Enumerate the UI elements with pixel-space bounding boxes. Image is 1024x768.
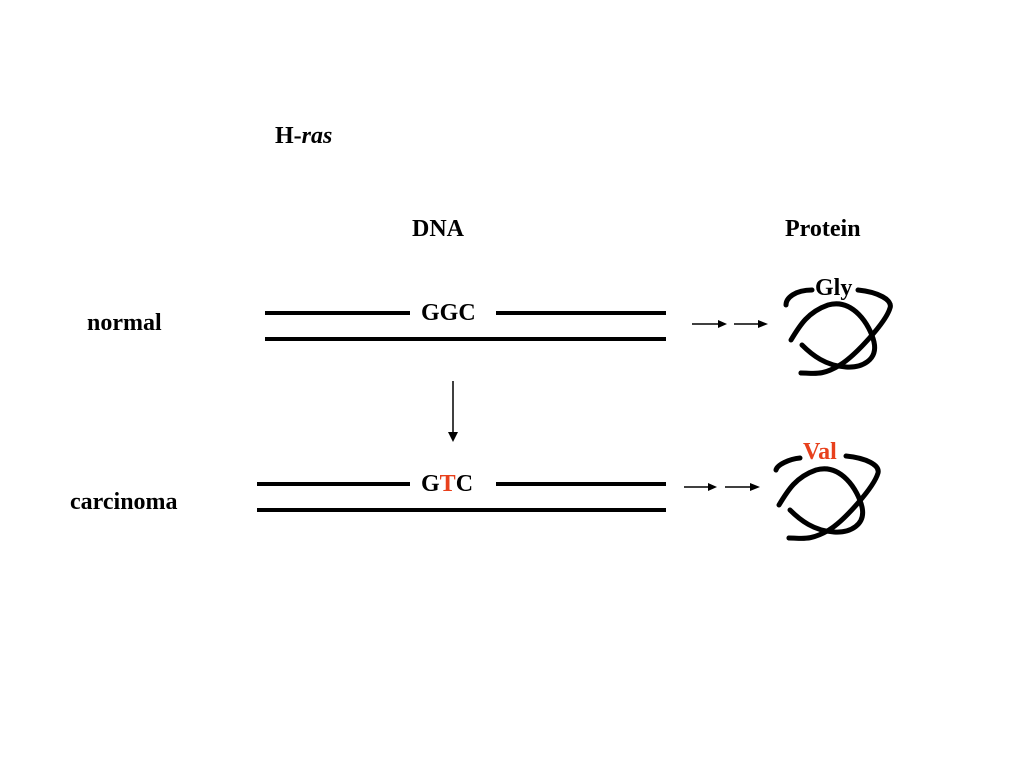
row-label-carcinoma: carcinoma <box>70 489 178 515</box>
dna-header: DNA <box>412 216 464 242</box>
carcinoma-amino-acid: Val <box>803 439 837 465</box>
normal-codon-base-2: G <box>439 300 459 326</box>
normal-codon-base-1: G <box>421 300 440 326</box>
gene-title-prefix: H- <box>275 123 302 149</box>
carcinoma-codon: GTC <box>421 472 473 496</box>
normal-arrow-right-icon <box>692 320 768 328</box>
carcinoma-dna-strands <box>257 482 666 512</box>
normal-codon: GGC <box>421 301 476 325</box>
carcinoma-arrow-right-icon <box>684 483 760 491</box>
carcinoma-codon-base-3: C <box>455 471 474 497</box>
carcinoma-codon-base-1: G <box>421 471 440 497</box>
carcinoma-folded-protein-icon <box>773 453 881 541</box>
normal-folded-protein-icon <box>783 287 893 376</box>
carcinoma-codon-mutated-base: T <box>439 471 456 497</box>
arrow-down-icon <box>448 381 458 442</box>
gene-title-name: ras <box>301 123 333 149</box>
row-label-normal: normal <box>87 310 162 336</box>
normal-amino-acid: Gly <box>815 275 853 301</box>
normal-dna-strands <box>265 311 666 341</box>
gene-title: H-ras <box>275 124 332 148</box>
normal-codon-base-3: C <box>458 300 476 326</box>
protein-header: Protein <box>785 216 861 242</box>
